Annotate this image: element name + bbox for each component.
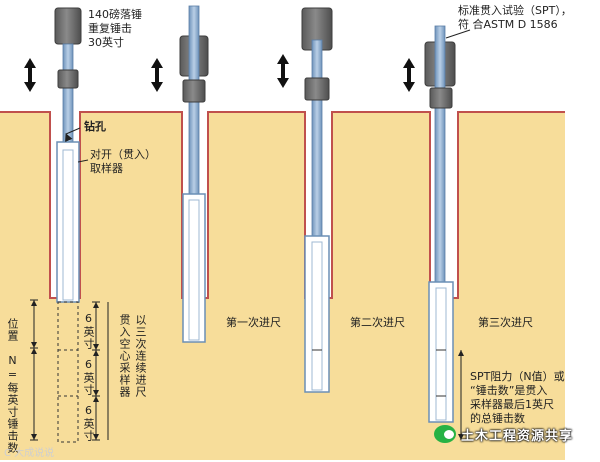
- spt-title-line-2: 符 合ASTM D 1586: [458, 18, 558, 31]
- spt-resistance-line-1: SPT阻力（N值）或: [470, 370, 565, 383]
- borehole-1: [54, 7, 82, 443]
- sampler-leader: [77, 159, 89, 163]
- spt-resistance-line-2: “锤击数”是贯入: [470, 384, 548, 397]
- advance-3-label: 第三次进尺: [478, 316, 533, 329]
- watermark-left: C 大成说说: [4, 448, 55, 459]
- hammer-label-line-1: 140磅落锤: [88, 8, 142, 21]
- advance-2-label: 第二次进尺: [350, 316, 405, 329]
- sampler-core: [435, 287, 447, 421]
- borehole-3: [301, 7, 333, 393]
- sampler-core: [62, 149, 74, 301]
- advance-1-label: 第一次进尺: [226, 316, 281, 329]
- borehole-label: 钻孔: [84, 120, 106, 133]
- dimension-marks: [30, 299, 109, 441]
- spt-title-line-1: 标准贯入试验（SPT），: [458, 4, 572, 17]
- anvil: [429, 87, 453, 109]
- hammer-weight: [54, 7, 82, 45]
- double-arrow-icon: [24, 58, 36, 92]
- sampler-core: [311, 241, 323, 391]
- drill-rod: [62, 43, 74, 145]
- anvil: [182, 79, 206, 103]
- double-arrow-icon: [403, 58, 415, 92]
- six-inch-label-1: 6英寸: [82, 312, 95, 350]
- double-arrow-icon: [151, 58, 163, 92]
- borehole-4: [424, 25, 456, 423]
- brand-badge: 土木工程资源共享: [434, 421, 573, 447]
- spt-leader: [445, 29, 471, 39]
- sampler-label-line-2: 取样器: [90, 162, 123, 175]
- drill-rod: [311, 39, 323, 241]
- spt-resistance-line-4: 的总锤击数: [470, 412, 525, 425]
- dimension-arrowheads: [31, 300, 99, 440]
- drive-desc-line-2: 贯入空心采样器: [118, 314, 131, 398]
- spt-resistance-line-3: 采样器最后1英尺: [470, 398, 554, 411]
- sampler-label-line-1: 对开（贯入）: [90, 148, 156, 161]
- soil-lower: [0, 298, 565, 460]
- borehole-leader: [65, 127, 81, 143]
- six-inch-label-2: 6英寸: [82, 358, 95, 396]
- position-label: 位置: [6, 318, 19, 342]
- anvil: [57, 69, 79, 89]
- drill-rod: [434, 25, 446, 287]
- double-arrow-icon: [277, 54, 289, 88]
- sampler-projection: [57, 301, 79, 443]
- drive-desc-line-1: 以三次连续进尺: [134, 314, 147, 398]
- hammer-label-line-2: 重复锤击: [88, 22, 132, 35]
- wechat-icon: [434, 425, 456, 443]
- anvil: [304, 77, 330, 101]
- sampler-core: [188, 199, 200, 341]
- n-blows-label: N=每英寸锤击数: [6, 354, 19, 454]
- six-inch-label-3: 6英寸: [82, 404, 95, 442]
- brand-text: 土木工程资源共享: [461, 428, 574, 444]
- hammer-label-line-3: 30英寸: [88, 36, 124, 49]
- borehole-2: [179, 5, 209, 343]
- soil-ground: [0, 111, 565, 460]
